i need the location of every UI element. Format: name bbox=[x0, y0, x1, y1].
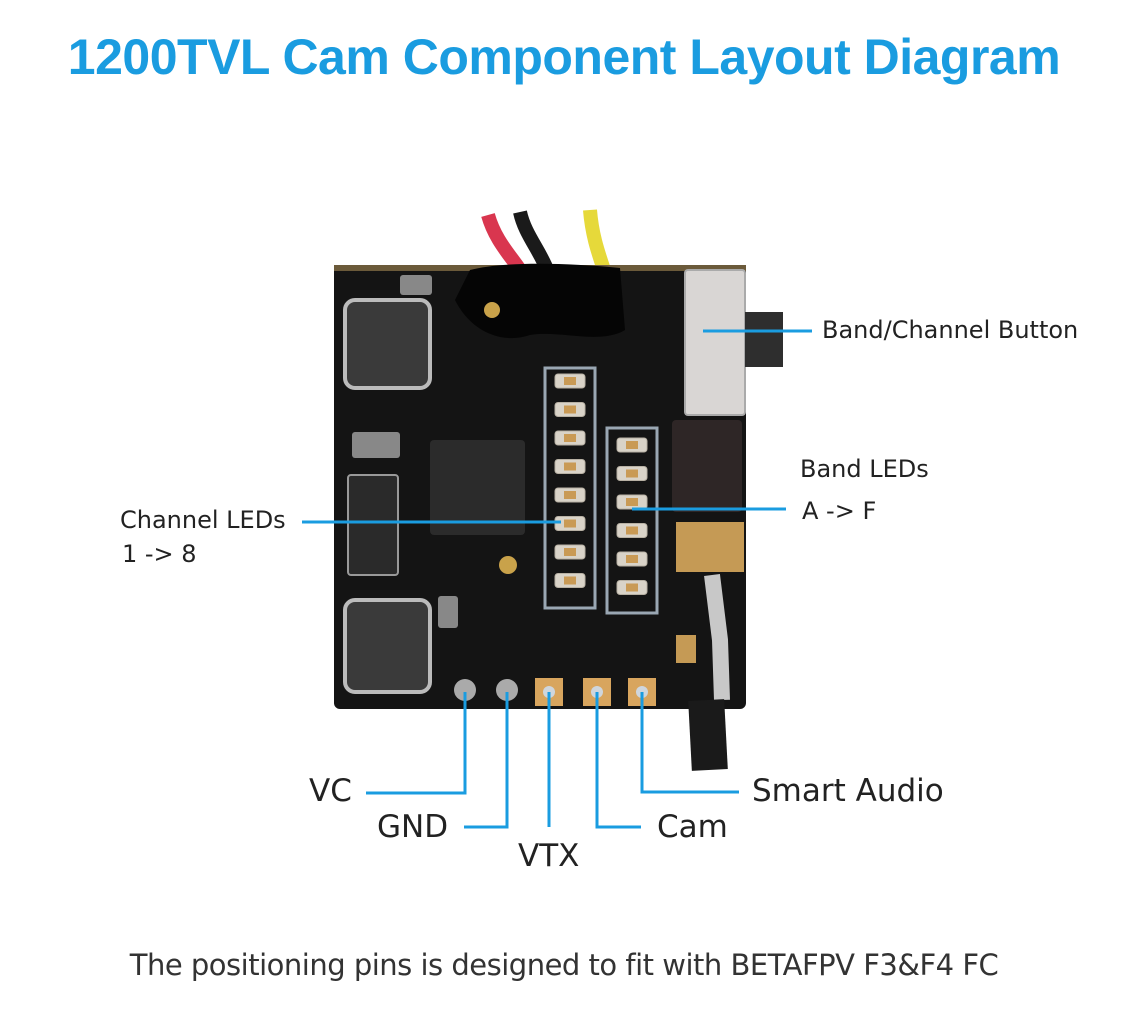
pad-gnd bbox=[496, 679, 518, 701]
label-smart-audio: Smart Audio bbox=[752, 773, 944, 809]
band-led-column bbox=[616, 437, 648, 595]
pcb-board bbox=[334, 265, 746, 709]
ic-chip bbox=[430, 440, 525, 535]
label-band-leds-range: A -> F bbox=[802, 497, 877, 525]
button-actuator bbox=[745, 312, 783, 367]
pad-vc bbox=[454, 679, 476, 701]
band-channel-button bbox=[684, 269, 746, 416]
label-channel-leds: Channel LEDs bbox=[120, 506, 286, 534]
antenna-cable bbox=[688, 699, 728, 771]
label-band-leds: Band LEDs bbox=[800, 455, 929, 483]
channel-led-column bbox=[554, 373, 586, 588]
wire-bundle bbox=[481, 209, 611, 275]
diagram-title: 1200TVL Cam Component Layout Diagram bbox=[67, 29, 1061, 85]
inductor-top bbox=[343, 298, 432, 390]
footer-caption: The positioning pins is designed to fit … bbox=[129, 948, 999, 982]
diode bbox=[347, 474, 399, 576]
inductor-bottom bbox=[343, 598, 432, 694]
leader-gnd bbox=[464, 692, 509, 829]
leader-lines bbox=[302, 329, 812, 829]
leader-smart-audio bbox=[640, 692, 739, 794]
label-channel-leds-range: 1 -> 8 bbox=[122, 540, 197, 568]
leader-vc bbox=[366, 692, 467, 795]
label-vc: VC bbox=[309, 773, 352, 809]
label-cam: Cam bbox=[657, 809, 728, 845]
inductor-right bbox=[672, 420, 742, 512]
label-vtx: VTX bbox=[518, 838, 580, 874]
label-gnd: GND bbox=[377, 809, 449, 845]
label-band-channel-button: Band/Channel Button bbox=[822, 316, 1079, 344]
leader-cam bbox=[595, 692, 641, 829]
